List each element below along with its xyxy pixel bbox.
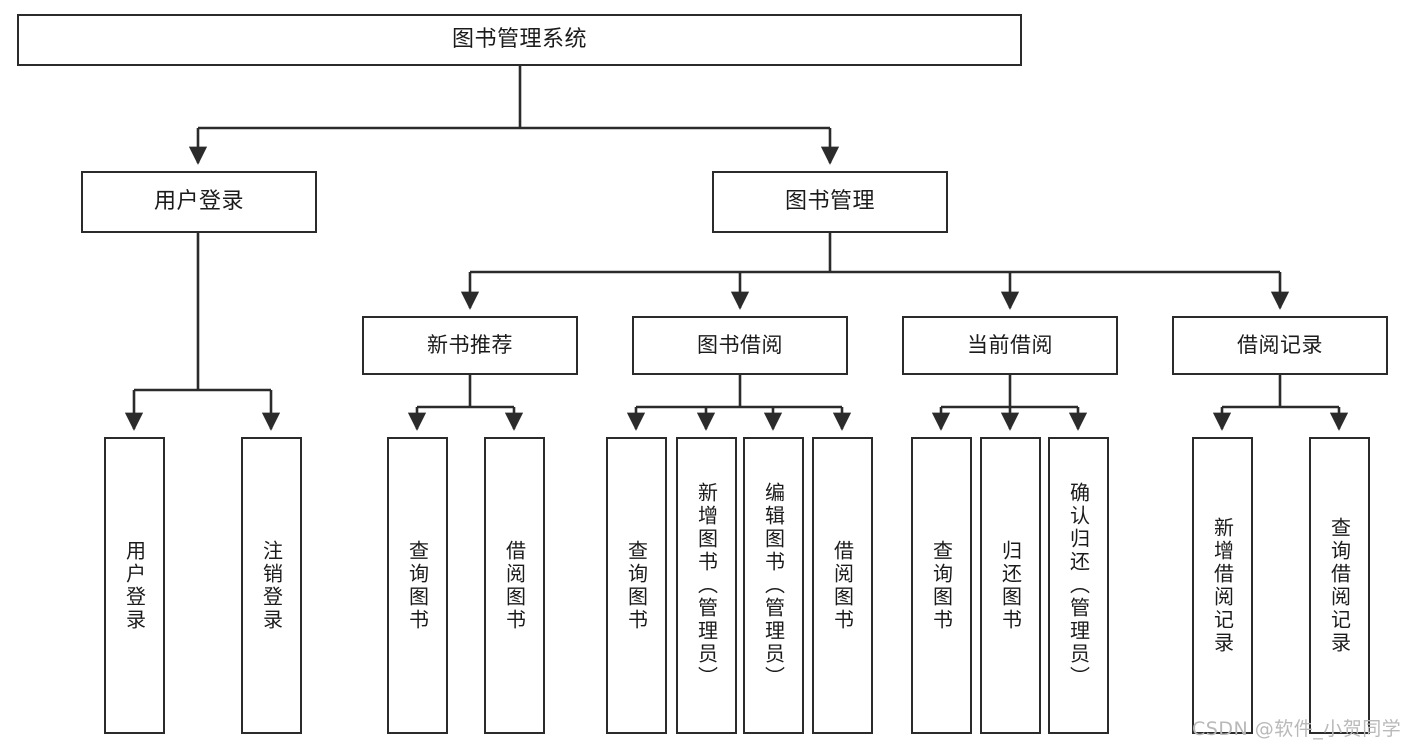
- node-label: 用户登录: [153, 189, 244, 215]
- node-borrow-records[interactable]: 借阅记录: [1172, 316, 1388, 375]
- leaf-borrow-records-query[interactable]: 查询借阅记录: [1309, 437, 1370, 734]
- node-root-system[interactable]: 图书管理系统: [17, 14, 1022, 66]
- node-label: 当前借阅: [967, 333, 1053, 358]
- node-label: 借阅图书: [502, 539, 527, 632]
- node-label: 新增图书（管理员）: [694, 482, 719, 689]
- leaf-new-book-borrow[interactable]: 借阅图书: [484, 437, 545, 734]
- leaf-user-login-logout[interactable]: 注销登录: [241, 437, 302, 734]
- node-label: 编辑图书（管理员）: [761, 482, 786, 689]
- node-book-management[interactable]: 图书管理: [712, 171, 948, 233]
- node-label: 新书推荐: [427, 333, 513, 358]
- leaf-book-borrow-borrow[interactable]: 借阅图书: [812, 437, 873, 734]
- node-label: 查询借阅记录: [1327, 516, 1352, 655]
- leaf-new-book-query[interactable]: 查询图书: [387, 437, 448, 734]
- node-label: 查询图书: [624, 539, 649, 632]
- node-label: 图书管理: [784, 189, 875, 215]
- node-label: 注销登录: [259, 539, 284, 632]
- leaf-book-borrow-query[interactable]: 查询图书: [606, 437, 667, 734]
- node-label: 新增借阅记录: [1210, 516, 1235, 655]
- node-label: 确认归还（管理员）: [1066, 482, 1091, 689]
- leaf-book-borrow-edit[interactable]: 编辑图书（管理员）: [743, 437, 804, 734]
- node-new-book-recommend[interactable]: 新书推荐: [362, 316, 578, 375]
- node-label: 查询图书: [929, 539, 954, 632]
- leaf-borrow-records-add[interactable]: 新增借阅记录: [1192, 437, 1253, 734]
- leaf-current-borrow-query[interactable]: 查询图书: [911, 437, 972, 734]
- node-label: 查询图书: [405, 539, 430, 632]
- leaf-current-borrow-confirm-return[interactable]: 确认归还（管理员）: [1048, 437, 1109, 734]
- leaf-current-borrow-return[interactable]: 归还图书: [980, 437, 1041, 734]
- node-label: 借阅图书: [830, 539, 855, 632]
- node-current-borrow[interactable]: 当前借阅: [902, 316, 1118, 375]
- leaf-user-login-login[interactable]: 用户登录: [104, 437, 165, 734]
- node-label: 归还图书: [998, 539, 1023, 632]
- node-label: 图书借阅: [697, 333, 783, 358]
- node-label: 用户登录: [122, 539, 147, 632]
- leaf-book-borrow-add[interactable]: 新增图书（管理员）: [676, 437, 737, 734]
- node-label: 借阅记录: [1237, 333, 1323, 358]
- node-book-borrow[interactable]: 图书借阅: [632, 316, 848, 375]
- node-user-login[interactable]: 用户登录: [81, 171, 317, 233]
- csdn-watermark: CSDN @软件_小贺同学: [1192, 718, 1402, 740]
- node-label: 图书管理系统: [451, 27, 587, 53]
